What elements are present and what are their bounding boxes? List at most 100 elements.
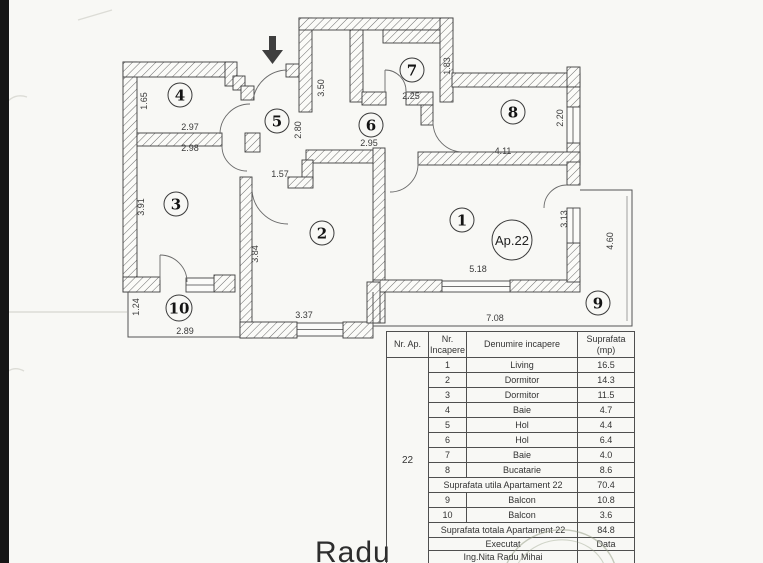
empty-cell (577, 550, 635, 563)
room-name-cell: Hol (466, 432, 578, 448)
room-name-cell: Living (466, 357, 578, 373)
dimension-label: 3.13 (559, 210, 569, 228)
room-number: 10 (169, 300, 190, 318)
apartment-badge: Ap.22 (491, 219, 533, 261)
executat-cell: Executat (428, 537, 578, 551)
dimension-label: 1.65 (139, 92, 149, 110)
dimension-label: 2.25 (402, 91, 420, 101)
entrance-arrow-icon (262, 36, 283, 64)
door-arcs (159, 69, 568, 283)
room-number-circle (585, 290, 611, 316)
dimension-label: 2.80 (293, 121, 303, 139)
dimension-label: 3.84 (250, 245, 260, 263)
room-label-3: 3 (163, 191, 189, 217)
room-number: 4 (175, 87, 185, 105)
dimension-label: 7.08 (486, 313, 504, 323)
room-area-cell: 14.3 (577, 372, 635, 388)
room-area-cell: 11.5 (577, 387, 635, 403)
subtotal-label-cell: Suprafata utila Apartament 22 (428, 477, 578, 493)
room-number-circle (500, 99, 526, 125)
room-nr-cell: 7 (428, 447, 467, 463)
room-nr-cell: 2 (428, 372, 467, 388)
column-header: Nr. Incapere (428, 331, 467, 358)
room-area-cell: 4.7 (577, 402, 635, 418)
room-number: 3 (171, 196, 181, 214)
apartment-number-cell: 22 (386, 357, 429, 563)
room-nr-cell: 5 (428, 417, 467, 433)
column-header: Denumire incapere (466, 331, 578, 358)
room-area-cell: 10.8 (577, 492, 635, 508)
handwritten-annotation: Radu (315, 536, 391, 563)
room-label-5: 5 (264, 108, 290, 134)
room-area-cell: 16.5 (577, 357, 635, 373)
dimension-label: 3.37 (295, 310, 313, 320)
room-number-circle (165, 294, 193, 322)
scan-artifacts (0, 9, 127, 379)
room-area-cell: 3.6 (577, 507, 635, 523)
windows (185, 106, 581, 337)
dimension-label: 1.83 (442, 57, 452, 75)
room-area-cell: 8.6 (577, 462, 635, 478)
room-label-7: 7 (399, 57, 425, 83)
dimension-label: 2.89 (176, 326, 194, 336)
room-label-2: 2 (309, 220, 335, 246)
room-label-1: 1 (449, 207, 475, 233)
balcony-outlines (127, 189, 633, 338)
room-label-8: 8 (500, 99, 526, 125)
room-number-circle (167, 82, 193, 108)
column-header: Nr. Ap. (386, 331, 429, 358)
room-label-6: 6 (358, 112, 384, 138)
dimension-label: 4.11 (495, 146, 512, 156)
room-label-4: 4 (167, 82, 193, 108)
room-number-circle (163, 191, 189, 217)
room-number: 2 (317, 225, 327, 243)
plan-labels: 1.65 2.97 2.98 2.80 3.50 1.83 2.25 2.20 4.11 2.95… (131, 57, 615, 336)
dimension-label: 3.91 (136, 198, 146, 216)
room-nr-cell: 8 (428, 462, 467, 478)
engineer-cell: Ing.Nita Radu Mihai (428, 550, 578, 563)
room-number: 6 (366, 117, 376, 135)
room-nr-cell: 9 (428, 492, 467, 508)
room-number: 5 (272, 113, 282, 131)
room-name-cell: Baie (466, 402, 578, 418)
dimension-label: 1.57 (271, 169, 289, 179)
dimension-label: 4.60 (605, 232, 615, 250)
room-number-circle (449, 207, 475, 233)
room-number-circle (264, 108, 290, 134)
room-nr-cell: 6 (428, 432, 467, 448)
room-area-cell: 4.0 (577, 447, 635, 463)
room-number: 7 (407, 62, 417, 80)
total-value-cell: 84.8 (577, 522, 635, 538)
total-label-cell: Suprafata totala Apartament 22 (428, 522, 578, 538)
subtotal-value-cell: 70.4 (577, 477, 635, 493)
dimension-label: 2.20 (555, 109, 565, 127)
room-nr-cell: 3 (428, 387, 467, 403)
dimension-label: 3.50 (316, 79, 326, 97)
room-label-9: 9 (585, 290, 611, 316)
room-name-cell: Hol (466, 417, 578, 433)
room-name-cell: Dormitor (466, 387, 578, 403)
room-name-cell: Balcon (466, 507, 578, 523)
room-area-cell: 4.4 (577, 417, 635, 433)
room-nr-cell: 1 (428, 357, 467, 373)
dimension-label: 2.97 (181, 122, 199, 132)
dimension-label: 2.98 (181, 143, 199, 153)
data-cell: Data (577, 537, 635, 551)
column-header: Suprafata (mp) (577, 331, 635, 358)
room-name-cell: Balcon (466, 492, 578, 508)
dimension-label: 2.95 (360, 138, 378, 148)
room-number: 1 (457, 212, 467, 230)
room-number-circle (309, 220, 335, 246)
apartment-badge-text: Ap.22 (495, 233, 529, 248)
